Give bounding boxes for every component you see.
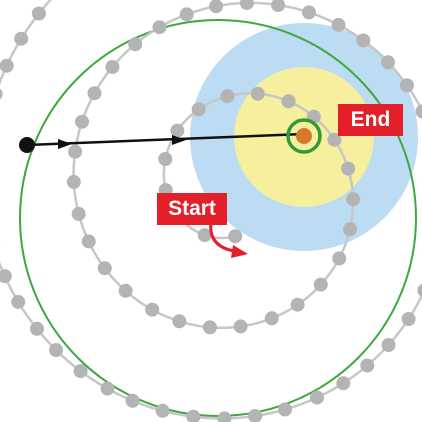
spiral-waypoint-dot <box>381 55 395 69</box>
spiral-waypoint-dot <box>343 222 357 236</box>
spiral-waypoint-dot <box>126 394 140 408</box>
spiral-waypoint-dot <box>240 0 254 10</box>
spiral-waypoint-dot <box>11 295 25 309</box>
spiral-waypoint-dot <box>68 145 82 159</box>
spiral-waypoint-dot <box>203 320 217 334</box>
spiral-waypoint-dot <box>98 261 112 275</box>
spiral-waypoint-dot <box>192 102 206 116</box>
spiral-waypoint-dot <box>119 284 133 298</box>
spiral-waypoint-dot <box>221 89 235 103</box>
spiral-waypoint-dot <box>209 0 223 13</box>
spiral-waypoint-dot <box>265 311 279 325</box>
spiral-waypoint-dot <box>30 322 44 336</box>
spiral-waypoint-dot <box>153 20 167 34</box>
spiral-waypoint-dot <box>49 343 63 357</box>
spiral-waypoint-dot <box>82 234 96 248</box>
spiral-waypoint-dot <box>356 34 370 48</box>
spiral-waypoint-dot <box>402 312 416 326</box>
spiral-waypoint-dot <box>382 338 396 352</box>
spiral-waypoint-dot <box>172 314 186 328</box>
spiral-waypoint-dot <box>14 32 28 46</box>
spiral-waypoint-dot <box>332 18 346 32</box>
spiral-waypoint-dot <box>341 162 355 176</box>
spiral-waypoint-dot <box>417 284 422 298</box>
spiral-waypoint-dot <box>145 303 159 317</box>
spiral-waypoint-dot <box>186 410 200 422</box>
spiral-waypoint-dot <box>314 278 328 292</box>
end-label: End <box>338 104 403 136</box>
spiral-waypoint-dot <box>360 359 374 373</box>
spiral-waypoint-dot <box>32 7 46 21</box>
spiral-waypoint-dot <box>228 229 242 243</box>
spiral-waypoint-dot <box>158 152 172 166</box>
spiral-waypoint-dot <box>128 37 142 51</box>
spiral-waypoint-dot <box>336 376 350 390</box>
spiral-waypoint-dot <box>332 251 346 265</box>
start-label: Start <box>157 193 227 225</box>
spiral-waypoint-dot <box>282 94 296 108</box>
spiral-waypoint-dot <box>400 78 414 92</box>
spiral-waypoint-dot <box>0 87 3 101</box>
spiral-waypoint-dot <box>251 87 265 101</box>
spiral-waypoint-dot <box>0 269 12 283</box>
spiral-waypoint-dot <box>278 403 292 417</box>
spiral-waypoint-dot <box>75 115 89 129</box>
spiral-waypoint-dot <box>346 192 360 206</box>
spiral-waypoint-dot <box>88 86 102 100</box>
spiral-waypoint-dot <box>156 404 170 418</box>
origin-dot-icon <box>19 137 35 153</box>
spiral-waypoint-dot <box>291 298 305 312</box>
spiral-waypoint-dot <box>310 391 324 405</box>
target-dot-icon <box>296 128 312 144</box>
spiral-waypoint-dot <box>217 411 231 422</box>
spiral-waypoint-dot <box>416 104 422 118</box>
spiral-waypoint-dot <box>271 0 285 12</box>
spiral-waypoint-dot <box>74 364 88 378</box>
spiral-waypoint-dot <box>105 60 119 74</box>
spiral-waypoint-dot <box>0 59 14 73</box>
spiral-waypoint-dot <box>67 175 81 189</box>
spiral-waypoint-dot <box>72 207 86 221</box>
spiral-waypoint-dot <box>234 319 248 333</box>
spiral-waypoint-dot <box>101 382 115 396</box>
spiral-waypoint-dot <box>302 5 316 19</box>
spiral-waypoint-dot <box>180 7 194 21</box>
start-arrowhead-icon <box>231 245 248 258</box>
